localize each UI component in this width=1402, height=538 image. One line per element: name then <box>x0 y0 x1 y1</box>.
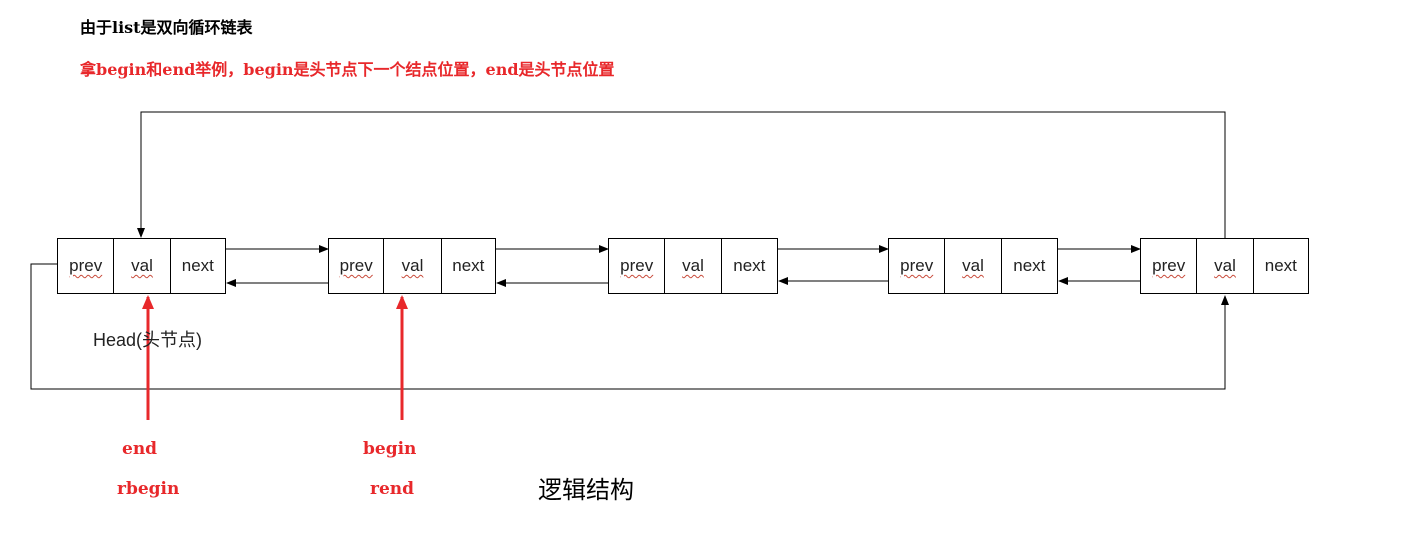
node-next-field: next <box>1013 256 1046 275</box>
node-next-field: next <box>1264 256 1297 275</box>
circular-bottom-loop <box>30 263 1229 390</box>
end-pointer-label: end <box>122 439 158 459</box>
begin-pointer-label: begin <box>363 439 417 459</box>
node-val-field: val <box>114 239 171 293</box>
list-node-2: prev val next <box>328 238 496 294</box>
list-node-4: prev val next <box>888 238 1058 294</box>
rend-pointer-label: rend <box>370 479 415 499</box>
node-val-field: val <box>384 239 442 293</box>
node-next-field: next <box>452 256 485 275</box>
node-next-field: next <box>733 256 766 275</box>
logical-structure-caption: 逻辑结构 <box>538 476 634 504</box>
list-node-tail: prev val next <box>1140 238 1309 294</box>
rbegin-pointer-label: rbegin <box>117 479 180 499</box>
node-prev-field: prev <box>609 239 666 293</box>
node-prev-field: prev <box>889 239 946 293</box>
node-val-field: val <box>1197 239 1254 293</box>
node-next-field: next <box>181 256 214 275</box>
node-val-field: val <box>945 239 1002 293</box>
list-node-head: prev val next <box>57 238 226 294</box>
node-prev-field: prev <box>329 239 385 293</box>
list-node-3: prev val next <box>608 238 778 294</box>
explanation-note: 拿begin和end举例，begin是头节点下一个结点位置，end是头节点位置 <box>80 60 615 79</box>
title-note: 由于list是双向循环链表 <box>80 18 253 37</box>
node-prev-field: prev <box>1141 239 1198 293</box>
head-node-label: Head(头节点) <box>93 330 203 350</box>
node-val-field: val <box>665 239 722 293</box>
circular-top-loop <box>137 111 1226 238</box>
node-prev-field: prev <box>58 239 115 293</box>
